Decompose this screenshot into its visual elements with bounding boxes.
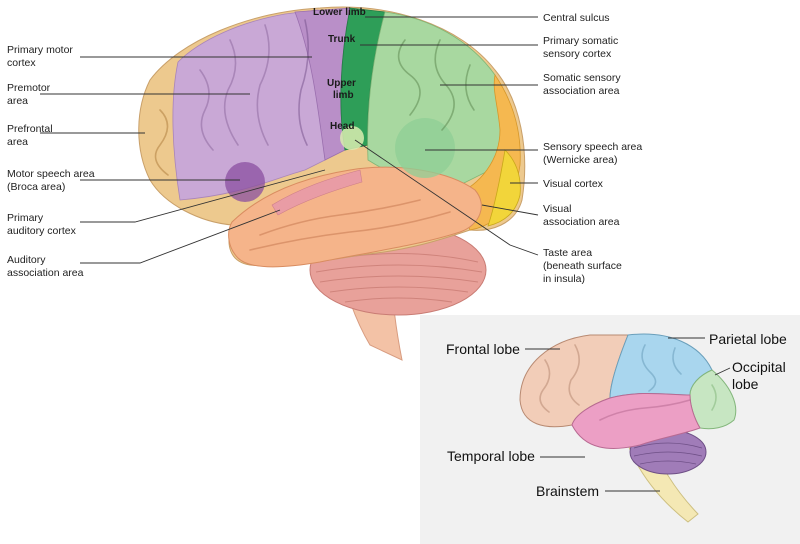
label-trunk: Trunk xyxy=(328,34,356,45)
label-temporal-lobe: Temporal lobe xyxy=(447,448,535,464)
label-brainstem: Brainstem xyxy=(536,483,599,499)
label-occipital-lobe-1: Occipital xyxy=(732,359,786,375)
label-somatic-assoc-2: association area xyxy=(543,85,620,97)
label-wernicke-2: (Wernicke area) xyxy=(543,154,618,166)
wernicke-area xyxy=(395,118,455,178)
right-leader-lines xyxy=(354,16,539,256)
main-gyri xyxy=(154,19,475,251)
label-taste-2: (beneath surface xyxy=(543,260,622,272)
label-primary-motor-2: cortex xyxy=(7,57,36,69)
taste-area xyxy=(340,126,364,150)
label-auditory-1: Primary xyxy=(7,212,44,224)
temporal-lobe-region xyxy=(228,166,482,268)
label-parietal-lobe: Parietal lobe xyxy=(709,331,787,347)
inset-leader-lines xyxy=(525,337,731,492)
label-broca-2: (Broca area) xyxy=(7,181,65,193)
label-broca-1: Motor speech area xyxy=(7,168,95,180)
inset-gyri xyxy=(539,344,717,421)
label-central-sulcus: Central sulcus xyxy=(543,12,610,24)
left-labels: Primary motor cortex Premotor area Prefr… xyxy=(7,44,95,279)
label-head: Head xyxy=(330,121,354,132)
broca-area xyxy=(225,162,265,202)
inset-temporal-lobe xyxy=(571,392,701,449)
label-primary-motor-1: Primary motor xyxy=(7,44,73,56)
label-auditory-assoc-2: association area xyxy=(7,267,84,279)
label-occipital-lobe-2: lobe xyxy=(732,376,759,392)
label-taste-3: in insula) xyxy=(543,273,585,285)
label-auditory-2: auditory cortex xyxy=(7,225,77,237)
label-prefrontal-1: Prefrontal xyxy=(7,123,53,135)
label-frontal-lobe: Frontal lobe xyxy=(446,341,520,357)
left-leader-lines xyxy=(40,56,326,264)
main-brain xyxy=(138,6,526,361)
label-somatic-1: Primary somatic xyxy=(543,35,618,47)
label-premotor-2: area xyxy=(7,95,28,107)
label-wernicke-1: Sensory speech area xyxy=(543,141,642,153)
label-upper-limb-1: Upper xyxy=(327,78,356,89)
label-visual-assoc-2: association area xyxy=(543,216,620,228)
label-somatic-2: sensory cortex xyxy=(543,48,612,60)
label-taste-1: Taste area xyxy=(543,247,592,259)
label-upper-limb-2: limb xyxy=(333,90,354,101)
visual-cortex-region xyxy=(487,149,521,227)
label-lower-limb: Lower limb xyxy=(313,7,366,18)
primary-auditory-region xyxy=(271,169,363,216)
right-labels: Central sulcus Primary somatic sensory c… xyxy=(543,12,642,285)
label-visual-cortex: Visual cortex xyxy=(543,178,604,190)
label-somatic-assoc-1: Somatic sensory xyxy=(543,72,621,84)
label-premotor-1: Premotor xyxy=(7,82,51,94)
label-prefrontal-2: area xyxy=(7,136,28,148)
label-visual-assoc-1: Visual xyxy=(543,203,571,215)
inset-panel: Frontal lobe Parietal lobe Occipital lob… xyxy=(420,315,800,544)
label-auditory-assoc-1: Auditory xyxy=(7,254,46,266)
